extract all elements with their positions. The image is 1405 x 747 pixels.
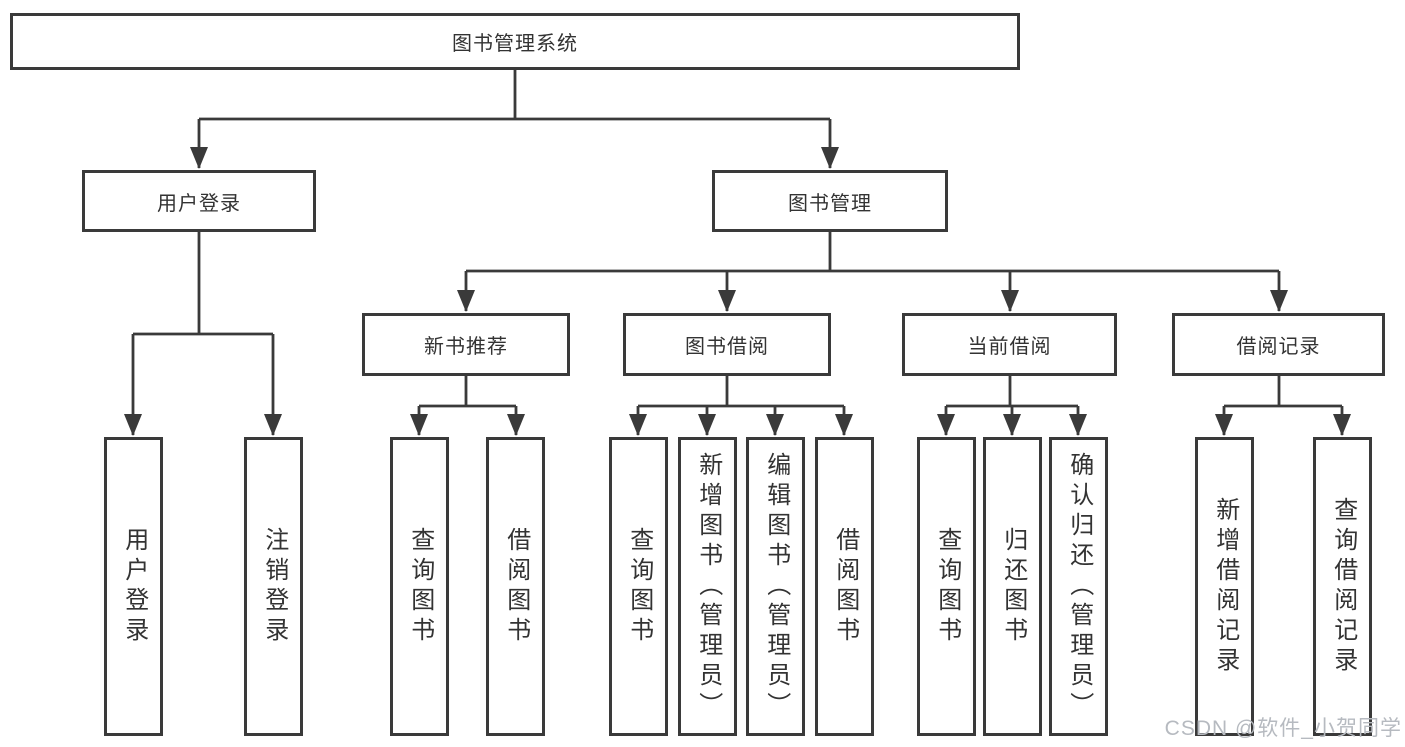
node-user-login: 用户登录 bbox=[82, 170, 316, 232]
node-book-management: 图书管理 bbox=[712, 170, 948, 232]
leaf-borrow-books-2: 借阅图书 bbox=[815, 437, 874, 736]
node-label: 注销登录 bbox=[260, 526, 288, 647]
node-label: 查询图书 bbox=[406, 526, 434, 647]
leaf-confirm-return-admin: 确认归还（管理员） bbox=[1049, 437, 1108, 736]
leaf-query-books-2: 查询图书 bbox=[609, 437, 668, 736]
node-label: 新书推荐 bbox=[424, 336, 508, 358]
node-label: 图书管理系统 bbox=[452, 33, 578, 55]
csdn-watermark: CSDN @软件_小贺同学 bbox=[1164, 717, 1402, 740]
node-label: 借阅记录 bbox=[1236, 336, 1321, 358]
leaf-query-books-3: 查询图书 bbox=[917, 437, 976, 736]
node-label: 查询借阅记录 bbox=[1329, 496, 1357, 677]
leaf-logout: 注销登录 bbox=[244, 437, 303, 736]
leaf-query-books-1: 查询图书 bbox=[390, 437, 449, 736]
leaf-borrow-books-1: 借阅图书 bbox=[486, 437, 545, 736]
node-book-borrow: 图书借阅 bbox=[623, 313, 831, 376]
leaf-add-books-admin: 新增图书（管理员） bbox=[678, 437, 737, 736]
node-current-borrow: 当前借阅 bbox=[902, 313, 1117, 376]
node-new-book-recommend: 新书推荐 bbox=[362, 313, 570, 376]
leaf-query-borrow-record: 查询借阅记录 bbox=[1313, 437, 1372, 736]
node-label: 查询图书 bbox=[625, 526, 653, 647]
node-label: 当前借阅 bbox=[967, 336, 1052, 358]
node-label: 归还图书 bbox=[999, 526, 1027, 647]
node-label: 用户登录 bbox=[120, 526, 148, 647]
leaf-edit-books-admin: 编辑图书（管理员） bbox=[746, 437, 805, 736]
node-label: 确认归还（管理员） bbox=[1065, 451, 1093, 722]
node-label: 新增图书（管理员） bbox=[694, 451, 722, 722]
node-label: 图书借阅 bbox=[685, 336, 769, 358]
node-label: 查询图书 bbox=[933, 526, 961, 647]
node-label: 新增借阅记录 bbox=[1211, 496, 1239, 677]
node-label: 借阅图书 bbox=[831, 526, 859, 647]
leaf-add-borrow-record: 新增借阅记录 bbox=[1195, 437, 1254, 736]
node-label: 借阅图书 bbox=[502, 526, 530, 647]
node-label: 编辑图书（管理员） bbox=[762, 451, 790, 722]
leaf-return-books: 归还图书 bbox=[983, 437, 1042, 736]
node-borrow-records: 借阅记录 bbox=[1172, 313, 1385, 376]
node-label: 图书管理 bbox=[788, 192, 872, 215]
node-label: 用户登录 bbox=[157, 192, 241, 215]
leaf-user-login: 用户登录 bbox=[104, 437, 163, 736]
node-library-management-system: 图书管理系统 bbox=[10, 13, 1020, 70]
